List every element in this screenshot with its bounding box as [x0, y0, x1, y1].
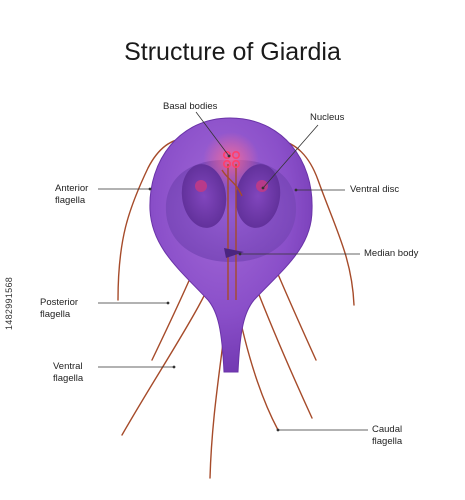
label-nucleus: Nucleus — [310, 112, 345, 123]
stock-id: 1482991568 — [4, 276, 14, 330]
leader-basal-bodies — [195, 111, 230, 157]
basal-body-4 — [232, 160, 241, 169]
diagram-title: Structure of Giardia — [124, 38, 341, 66]
basal-body-3 — [223, 160, 232, 169]
leader-nucleus — [262, 124, 319, 189]
nucleus-left — [181, 164, 227, 228]
axoneme-cross — [221, 169, 243, 197]
label-posterior-flagella: Posterior flagella — [40, 297, 79, 320]
basal-body-2 — [232, 151, 241, 160]
nucleus-right — [235, 164, 281, 228]
basal-body-1 — [223, 151, 232, 160]
label-median-body: Median body — [364, 248, 419, 259]
median-body — [224, 248, 244, 258]
karyosome-left — [195, 180, 207, 192]
label-ventral-disc: Ventral disc — [350, 184, 400, 195]
label-caudal-flagella: Caudal flagella — [372, 424, 403, 447]
label-anterior-flagella: Anterior flagella — [55, 183, 89, 206]
label-ventral-flagella: Ventral flagella — [53, 361, 84, 384]
label-basal-bodies: Basal bodies — [163, 101, 218, 112]
karyosome-right — [256, 180, 268, 192]
